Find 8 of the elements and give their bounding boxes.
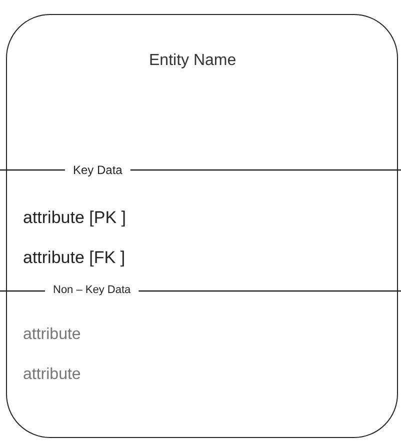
attribute-text: attribute [PK ] [23, 209, 126, 226]
section-heading: Key Data [73, 164, 122, 176]
attribute-text: attribute [23, 367, 81, 383]
section-heading: Non – Key Data [53, 285, 131, 296]
attribute-text: attribute [FK ] [23, 249, 126, 266]
entity-box [6, 14, 398, 438]
attribute-text: attribute [23, 327, 81, 343]
entity-name: Entity Name [149, 53, 236, 69]
